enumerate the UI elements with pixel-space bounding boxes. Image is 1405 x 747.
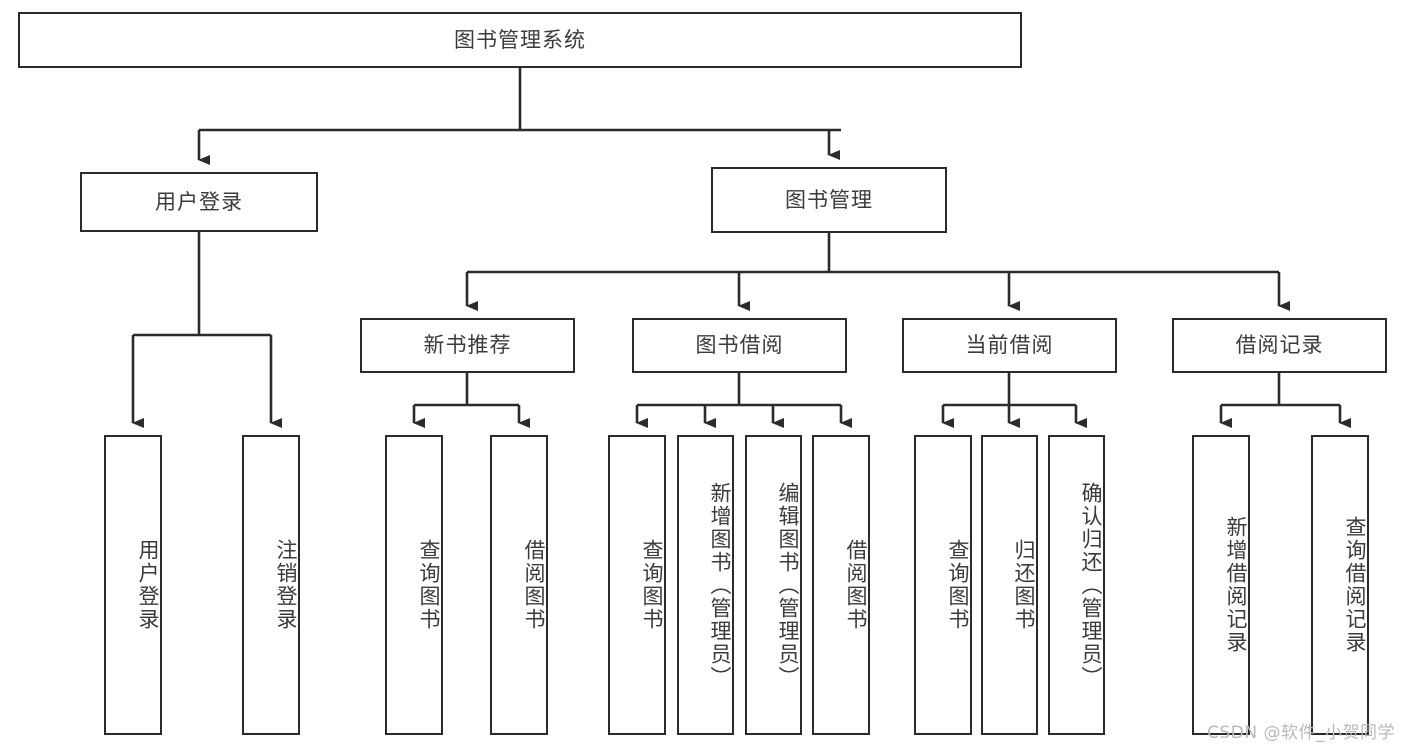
leaf-query-book-1-label: 查询图书 (417, 539, 441, 631)
node-book-manage-label: 图书管理 (785, 187, 873, 212)
node-root-label: 图书管理系统 (454, 27, 586, 52)
leaf-user-logout-label: 注销登录 (274, 539, 298, 631)
leaf-query-book-3-label: 查询图书 (946, 539, 970, 631)
node-book-borrow[interactable]: 图书借阅 (632, 318, 847, 373)
leaf-query-record[interactable]: 查询借阅记录 (1311, 435, 1369, 735)
leaf-confirm-return-label: 确认归还（管理员） (1079, 481, 1103, 689)
leaf-confirm-return[interactable]: 确认归还（管理员） (1048, 435, 1105, 735)
node-book-manage[interactable]: 图书管理 (711, 167, 947, 233)
node-current-borrow-label: 当前借阅 (965, 333, 1054, 358)
node-new-book-recommend-label: 新书推荐 (423, 333, 512, 358)
leaf-add-book-label: 新增图书（管理员） (708, 481, 732, 689)
leaf-borrow-book-2-label: 借阅图书 (844, 539, 868, 631)
node-root[interactable]: 图书管理系统 (18, 12, 1022, 68)
leaf-user-login[interactable]: 用户登录 (104, 435, 162, 735)
watermark: CSDN @软件_小贺同学 (1207, 723, 1395, 743)
leaf-add-book[interactable]: 新增图书（管理员） (677, 435, 734, 735)
leaf-query-record-label: 查询借阅记录 (1343, 516, 1367, 654)
leaf-add-record[interactable]: 新增借阅记录 (1192, 435, 1250, 735)
node-book-borrow-label: 图书借阅 (695, 333, 784, 358)
leaf-return-book-label: 归还图书 (1012, 539, 1036, 631)
node-current-borrow[interactable]: 当前借阅 (902, 318, 1117, 373)
leaf-query-book-3[interactable]: 查询图书 (914, 435, 972, 735)
leaf-edit-book-label: 编辑图书（管理员） (776, 481, 800, 689)
leaf-user-login-label: 用户登录 (136, 539, 160, 631)
node-user-login[interactable]: 用户登录 (80, 172, 318, 232)
leaf-borrow-book-2[interactable]: 借阅图书 (812, 435, 870, 735)
leaf-query-book-1[interactable]: 查询图书 (385, 435, 443, 735)
leaf-query-book-2[interactable]: 查询图书 (608, 435, 666, 735)
leaf-borrow-book-1[interactable]: 借阅图书 (490, 435, 548, 735)
node-user-login-label: 用户登录 (155, 189, 243, 214)
leaf-query-book-2-label: 查询图书 (640, 539, 664, 631)
leaf-edit-book[interactable]: 编辑图书（管理员） (745, 435, 802, 735)
leaf-add-record-label: 新增借阅记录 (1224, 516, 1248, 654)
node-borrow-record-label: 借阅记录 (1235, 333, 1324, 358)
leaf-user-logout[interactable]: 注销登录 (242, 435, 300, 735)
leaf-borrow-book-1-label: 借阅图书 (522, 539, 546, 631)
node-borrow-record[interactable]: 借阅记录 (1172, 318, 1387, 373)
node-new-book-recommend[interactable]: 新书推荐 (360, 318, 575, 373)
leaf-return-book[interactable]: 归还图书 (981, 435, 1038, 735)
